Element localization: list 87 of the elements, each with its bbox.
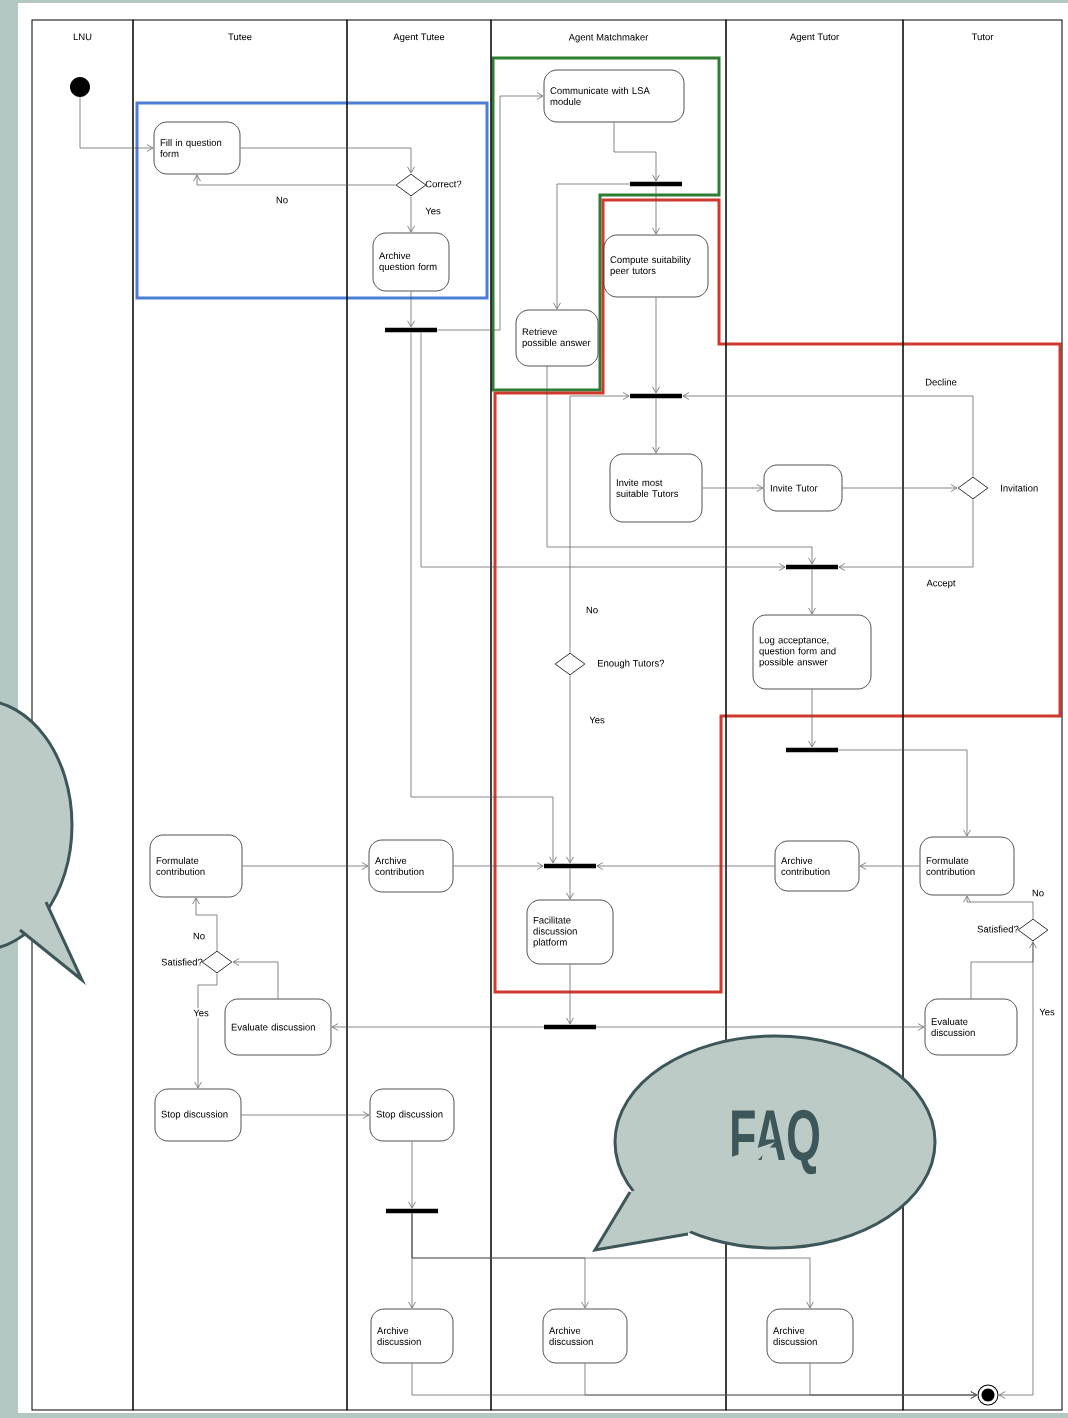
arrow bbox=[652, 186, 660, 235]
arrow bbox=[652, 398, 660, 454]
arrow bbox=[453, 862, 544, 870]
arrow bbox=[436, 92, 544, 331]
arrow bbox=[596, 862, 775, 870]
arrow bbox=[859, 862, 920, 870]
arrow bbox=[241, 1111, 370, 1119]
start-dot bbox=[70, 77, 90, 97]
edge-label: No bbox=[1030, 888, 1046, 898]
arrow bbox=[407, 291, 415, 328]
arrow bbox=[194, 973, 218, 1089]
arrow bbox=[613, 122, 660, 182]
arrow bbox=[407, 196, 415, 233]
activity-box: Compute suitability peer tutors bbox=[603, 234, 709, 298]
end-dot bbox=[977, 1384, 999, 1406]
arrow bbox=[998, 941, 1034, 1399]
arrow bbox=[242, 862, 369, 870]
activity-box: Archive discussion bbox=[370, 1308, 454, 1364]
arrow bbox=[546, 366, 816, 565]
activity-box: Archive discussion bbox=[542, 1308, 628, 1364]
arrow bbox=[702, 484, 764, 492]
decision-label: Satisfied? bbox=[977, 925, 1019, 933]
sync-bar bbox=[786, 564, 838, 570]
arrow bbox=[808, 689, 816, 748]
arrow bbox=[963, 895, 1034, 919]
edge-label: Yes bbox=[191, 1008, 211, 1018]
activity-box: Stop discussion bbox=[369, 1088, 455, 1142]
decision-label: Satisfied? bbox=[161, 958, 203, 966]
arrow bbox=[232, 958, 279, 999]
activity-box: Evaluate discussion bbox=[924, 998, 1018, 1056]
arrow bbox=[595, 1023, 925, 1031]
arrow bbox=[553, 183, 631, 310]
arrow bbox=[566, 675, 574, 864]
sync-bar bbox=[630, 393, 682, 399]
swimlane: LNU bbox=[31, 19, 134, 1411]
arrow bbox=[809, 1363, 978, 1399]
arrow bbox=[193, 174, 396, 186]
arrow bbox=[808, 569, 816, 615]
activity-box: Archive contribution bbox=[368, 839, 454, 893]
sync-bar bbox=[630, 181, 682, 187]
activity-box: Fill in question form bbox=[153, 121, 241, 175]
edge-label: No bbox=[274, 195, 290, 205]
activity-box: Log acceptance, question form and possible answer bbox=[752, 614, 872, 690]
activity-box: Invite Tutor bbox=[763, 464, 843, 512]
sync-bar bbox=[385, 327, 437, 333]
arrow bbox=[682, 392, 974, 477]
activity-box: Formulate contribution bbox=[919, 836, 1015, 896]
arrow bbox=[842, 484, 958, 492]
decision-label: Correct? bbox=[425, 180, 462, 188]
arrow bbox=[837, 749, 971, 837]
activity-box: Stop discussion bbox=[154, 1088, 242, 1142]
activity-box: Formulate contribution bbox=[149, 834, 243, 898]
sync-bar bbox=[544, 1024, 596, 1030]
arrow bbox=[838, 499, 974, 571]
arrow bbox=[970, 941, 1037, 999]
edge-label: Yes bbox=[587, 715, 607, 725]
edge-label: Yes bbox=[1037, 1007, 1057, 1017]
arrow bbox=[566, 868, 574, 900]
arrow bbox=[240, 147, 415, 174]
edge-label: No bbox=[584, 605, 600, 615]
decision-label: Invitation bbox=[1001, 484, 1038, 492]
arrow bbox=[420, 332, 786, 571]
arrow bbox=[408, 1141, 416, 1209]
decision-label: Enough Tutors? bbox=[598, 659, 665, 669]
arrow bbox=[566, 964, 574, 1025]
arrow bbox=[79, 96, 154, 152]
sync-bar bbox=[786, 747, 838, 753]
activity-box: Facilitate discussion platform bbox=[526, 899, 614, 965]
edge-label: Accept bbox=[925, 578, 958, 590]
arrow bbox=[652, 297, 660, 394]
arrow bbox=[569, 392, 630, 653]
activity-box: Invite most suitable Tutors bbox=[609, 453, 703, 523]
sync-bar bbox=[544, 863, 596, 869]
activity-box: Evaluate discussion bbox=[224, 998, 332, 1056]
edge-label: Decline bbox=[923, 377, 959, 387]
edge-label: No bbox=[191, 931, 207, 941]
activity-box: Retrieve possible answer bbox=[515, 309, 599, 367]
edge-label: Yes bbox=[423, 206, 443, 216]
activity-box: Archive contribution bbox=[774, 840, 860, 892]
sync-bar bbox=[386, 1208, 438, 1214]
arrow bbox=[410, 332, 557, 864]
arrow bbox=[411, 1213, 814, 1309]
arrow bbox=[192, 897, 218, 951]
activity-box: Archive question form bbox=[372, 232, 450, 292]
activity-box: Communicate with LSA module bbox=[543, 69, 685, 123]
activity-box: Archive discussion bbox=[766, 1308, 854, 1364]
arrow bbox=[331, 1023, 545, 1031]
